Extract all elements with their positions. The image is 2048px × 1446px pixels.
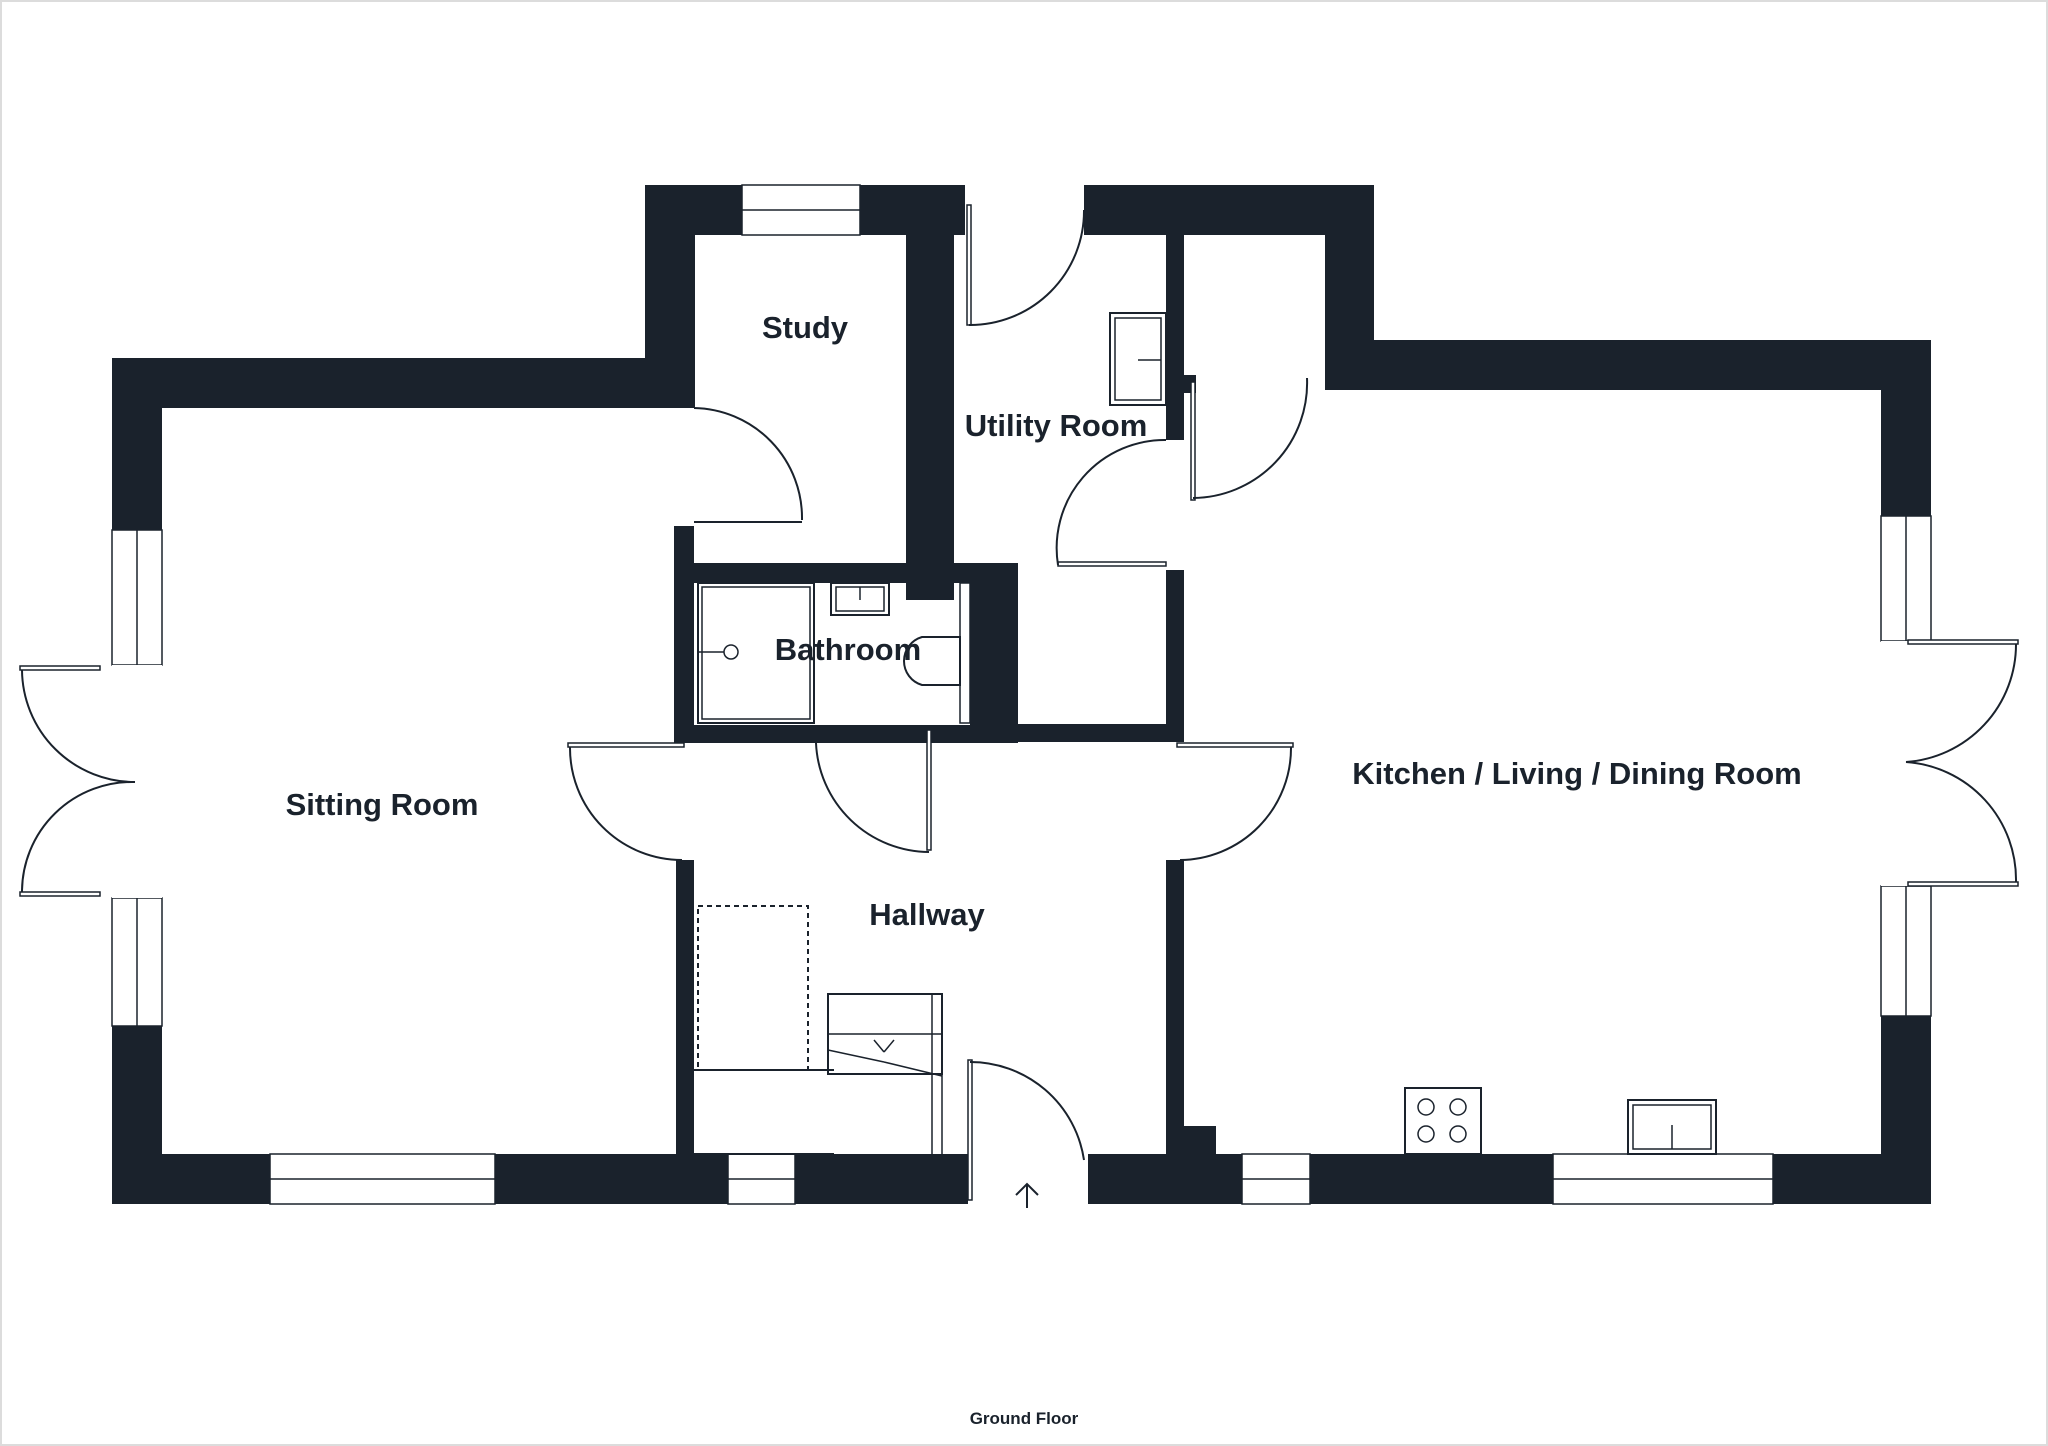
room-label-kitchen: Kitchen / Living / Dining Room [1352,756,1802,791]
fixtures [694,312,1717,1208]
walls [112,185,1931,1204]
room-label-study: Study [762,310,849,345]
floor-label: Ground Floor [970,1409,1079,1428]
room-label-sitting: Sitting Room [286,787,479,822]
room-label-bathroom: Bathroom [775,632,921,667]
windows [111,184,1932,1205]
room-label-hallway: Hallway [869,897,985,932]
doors [19,204,2019,1201]
room-label-utility: Utility Room [965,408,1148,443]
